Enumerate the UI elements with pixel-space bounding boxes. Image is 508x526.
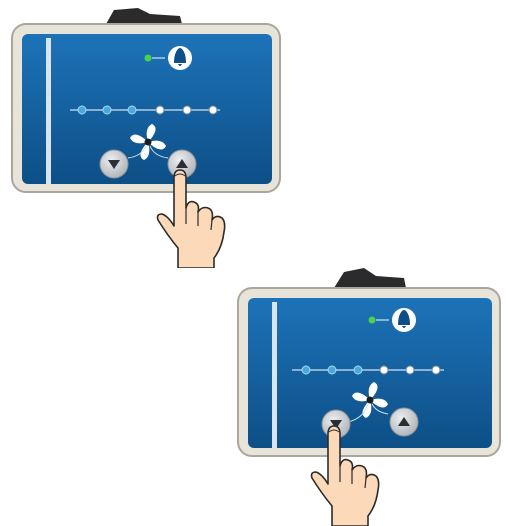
- alarm-button[interactable]: [392, 308, 416, 332]
- bell-icon: [174, 48, 186, 66]
- control-panel-bottom: [236, 264, 504, 460]
- screen-divider: [46, 38, 51, 184]
- alarm-button[interactable]: [168, 46, 192, 70]
- speed-down-button[interactable]: [99, 149, 129, 179]
- up-arrow-icon: [398, 417, 410, 426]
- fan-icon: [130, 124, 166, 160]
- speed-led-2: [102, 105, 112, 115]
- speed-led-5: [182, 105, 192, 115]
- control-panel-top: [10, 6, 282, 196]
- down-arrow-icon: [330, 420, 342, 429]
- power-switch-icon: [106, 8, 182, 24]
- speed-led-3: [353, 365, 363, 375]
- speed-led-4: [379, 365, 389, 375]
- speed-led-3: [127, 105, 137, 115]
- power-switch[interactable]: [334, 268, 406, 288]
- status-led-icon: [368, 316, 376, 324]
- speed-led-4: [155, 105, 165, 115]
- pointing-hand-icon: [156, 169, 226, 268]
- up-arrow-icon: [176, 159, 188, 168]
- speed-led-2: [327, 365, 337, 375]
- fan-icon: [352, 382, 388, 418]
- panel-screen: [22, 34, 272, 184]
- power-switch-icon: [334, 268, 406, 288]
- screen-divider: [272, 302, 277, 448]
- status-led-icon: [144, 54, 152, 62]
- speed-led-1: [301, 365, 311, 375]
- pointing-hand-icon: [310, 425, 380, 526]
- down-arrow-icon: [108, 160, 120, 169]
- speed-level-indicator: [292, 365, 444, 375]
- speed-led-6: [208, 105, 218, 115]
- power-switch[interactable]: [106, 8, 182, 24]
- pointing-hand-bottom: [308, 424, 388, 526]
- speed-level-indicator: [70, 105, 220, 115]
- speed-up-button[interactable]: [167, 149, 197, 179]
- speed-led-1: [77, 105, 87, 115]
- panel-screen: [248, 298, 492, 448]
- bell-icon: [398, 310, 410, 328]
- pointing-hand-top: [154, 168, 234, 268]
- speed-led-5: [405, 365, 415, 375]
- speed-up-button[interactable]: [389, 407, 419, 437]
- speed-led-6: [431, 365, 441, 375]
